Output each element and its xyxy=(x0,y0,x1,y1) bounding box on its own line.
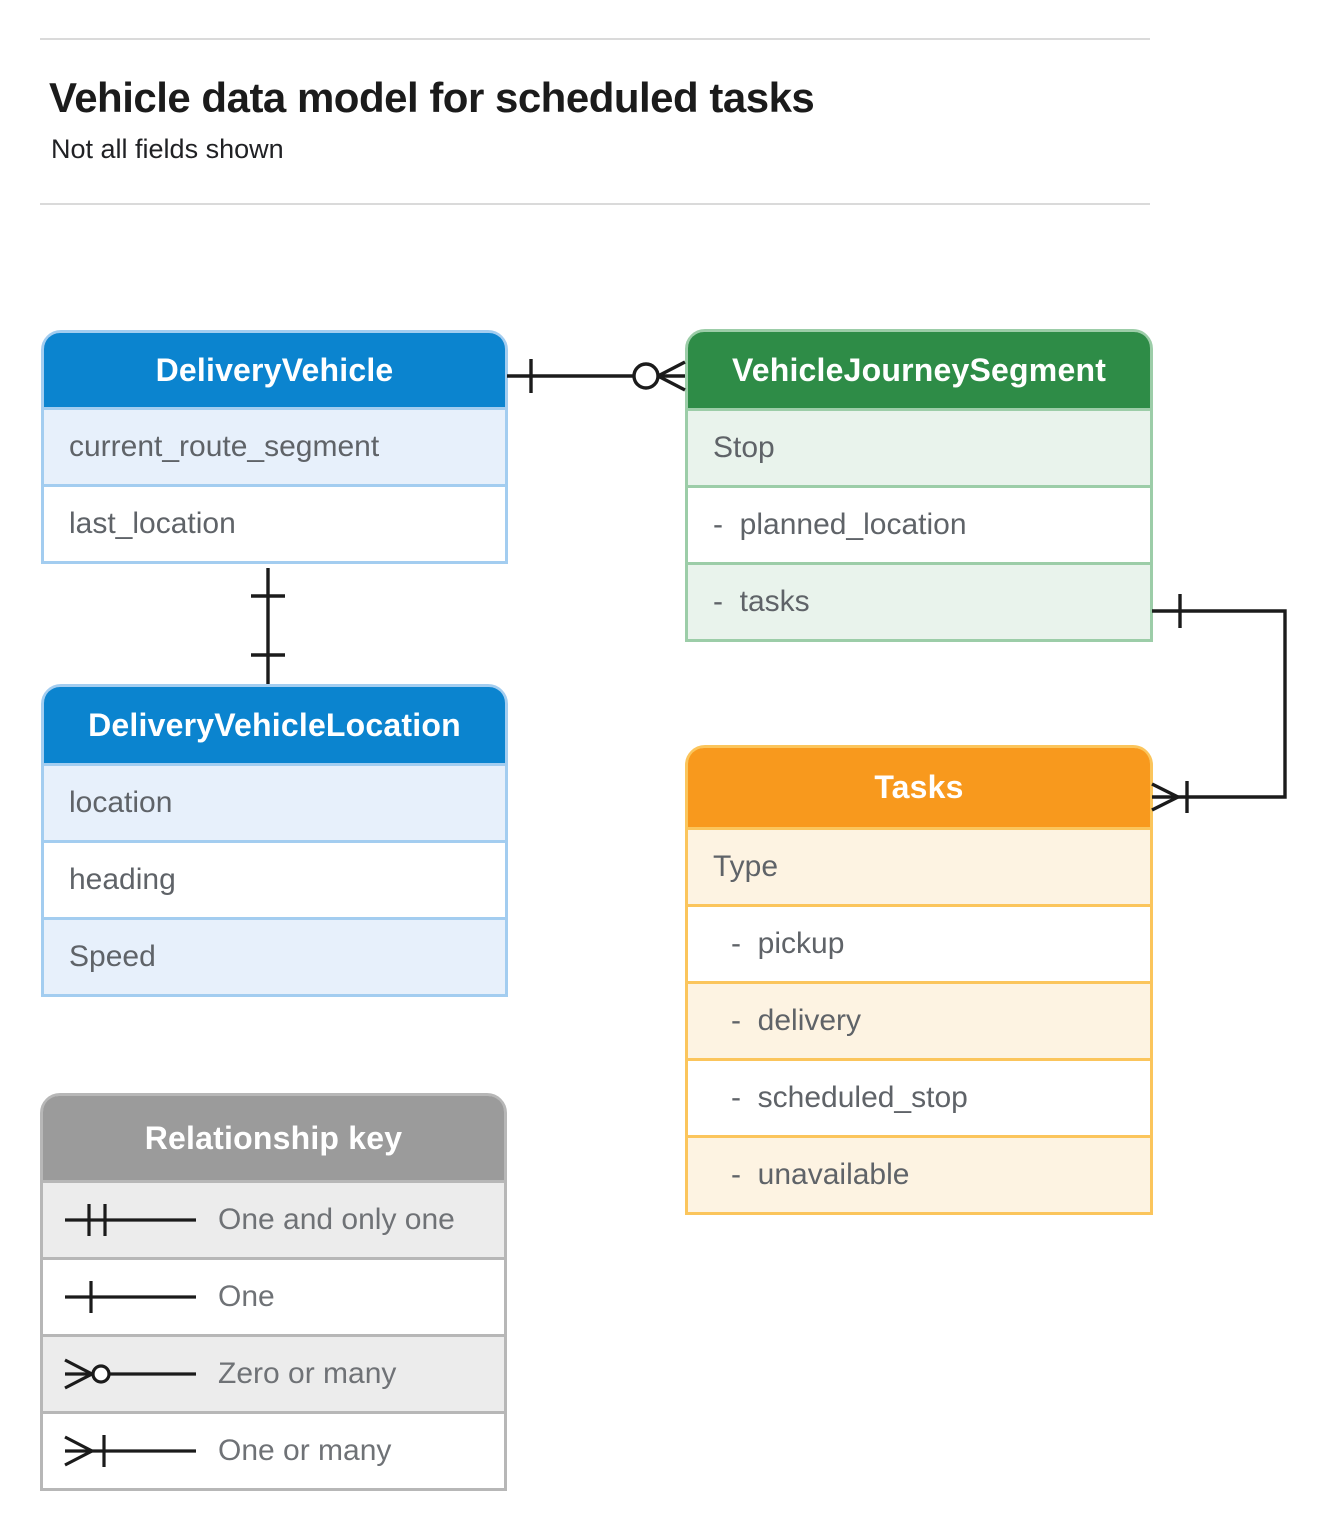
legend-label: Zero or many xyxy=(218,1357,397,1390)
entity-delivery-vehicle: DeliveryVehicle current_route_segment la… xyxy=(41,330,508,564)
field-label: - planned_location xyxy=(713,508,967,541)
one-and-only-one-icon xyxy=(65,1204,196,1236)
field-speed: Speed xyxy=(44,917,505,994)
field-planned-location: - planned_location xyxy=(688,485,1150,562)
entity-delivery-vehicle-location-header: DeliveryVehicleLocation xyxy=(44,687,505,763)
field-label: - unavailable xyxy=(731,1158,910,1191)
entity-vehicle-journey-segment: VehicleJourneySegment Stop - planned_loc… xyxy=(685,329,1153,642)
legend-label: One or many xyxy=(218,1434,392,1467)
legend-label: One and only one xyxy=(218,1203,455,1236)
field-label: current_route_segment xyxy=(69,430,380,463)
field-pickup: - pickup xyxy=(688,904,1150,981)
entity-delivery-vehicle-location: DeliveryVehicleLocation location heading… xyxy=(41,684,508,997)
title-divider xyxy=(40,203,1150,205)
field-label: Speed xyxy=(69,940,156,973)
legend-item-one-or-many: One or many xyxy=(43,1411,504,1488)
field-label: last_location xyxy=(69,507,236,540)
legend-title: Relationship key xyxy=(144,1119,403,1156)
connector-vehiclejourneysegment-tasks xyxy=(1151,594,1287,813)
field-scheduled-stop: - scheduled_stop xyxy=(688,1058,1150,1135)
field-heading: heading xyxy=(44,840,505,917)
connector-deliveryvehicle-vehiclejourneysegment xyxy=(507,359,686,393)
field-label: location xyxy=(69,786,173,819)
field-tasks: - tasks xyxy=(688,562,1150,639)
field-stop: Stop xyxy=(688,408,1150,485)
legend-label: One xyxy=(218,1280,275,1313)
field-current-route-segment: current_route_segment xyxy=(44,407,505,484)
field-last-location: last_location xyxy=(44,484,505,561)
field-unavailable: - unavailable xyxy=(688,1135,1150,1212)
relationship-key-legend: Relationship key One and only one One Ze… xyxy=(40,1093,507,1491)
entity-tasks-header: Tasks xyxy=(688,748,1150,827)
connector-deliveryvehicle-deliveryvehiclelocation xyxy=(251,568,285,684)
field-delivery: - delivery xyxy=(688,981,1150,1058)
entity-delivery-vehicle-header: DeliveryVehicle xyxy=(44,333,505,407)
field-label: - pickup xyxy=(731,927,845,960)
field-label: Type xyxy=(713,850,779,883)
entity-title: Tasks xyxy=(874,769,964,805)
field-label: - delivery xyxy=(731,1004,862,1037)
top-divider xyxy=(40,38,1150,40)
field-label: - scheduled_stop xyxy=(731,1081,968,1114)
entity-vehicle-journey-segment-header: VehicleJourneySegment xyxy=(688,332,1150,408)
field-type: Type xyxy=(688,827,1150,904)
legend-item-one-and-only-one: One and only one xyxy=(43,1180,504,1257)
one-or-many-icon xyxy=(64,1435,196,1467)
page-subtitle: Not all fields shown xyxy=(51,134,284,164)
entity-title: DeliveryVehicle xyxy=(155,351,394,388)
field-label: heading xyxy=(69,863,176,896)
entity-title: VehicleJourneySegment xyxy=(731,351,1107,388)
entity-tasks: Tasks Type - pickup - delivery - schedul… xyxy=(685,745,1153,1215)
field-label: - tasks xyxy=(713,585,810,618)
page-title: Vehicle data model for scheduled tasks xyxy=(49,74,815,121)
legend-item-one: One xyxy=(43,1257,504,1334)
field-label: Stop xyxy=(713,431,775,464)
field-location: location xyxy=(44,763,505,840)
relationship-key-header: Relationship key xyxy=(43,1096,504,1180)
one-icon xyxy=(65,1281,196,1313)
entity-title: DeliveryVehicleLocation xyxy=(88,706,461,743)
legend-item-zero-or-many: Zero or many xyxy=(43,1334,504,1411)
zero-or-many-icon xyxy=(64,1358,196,1390)
